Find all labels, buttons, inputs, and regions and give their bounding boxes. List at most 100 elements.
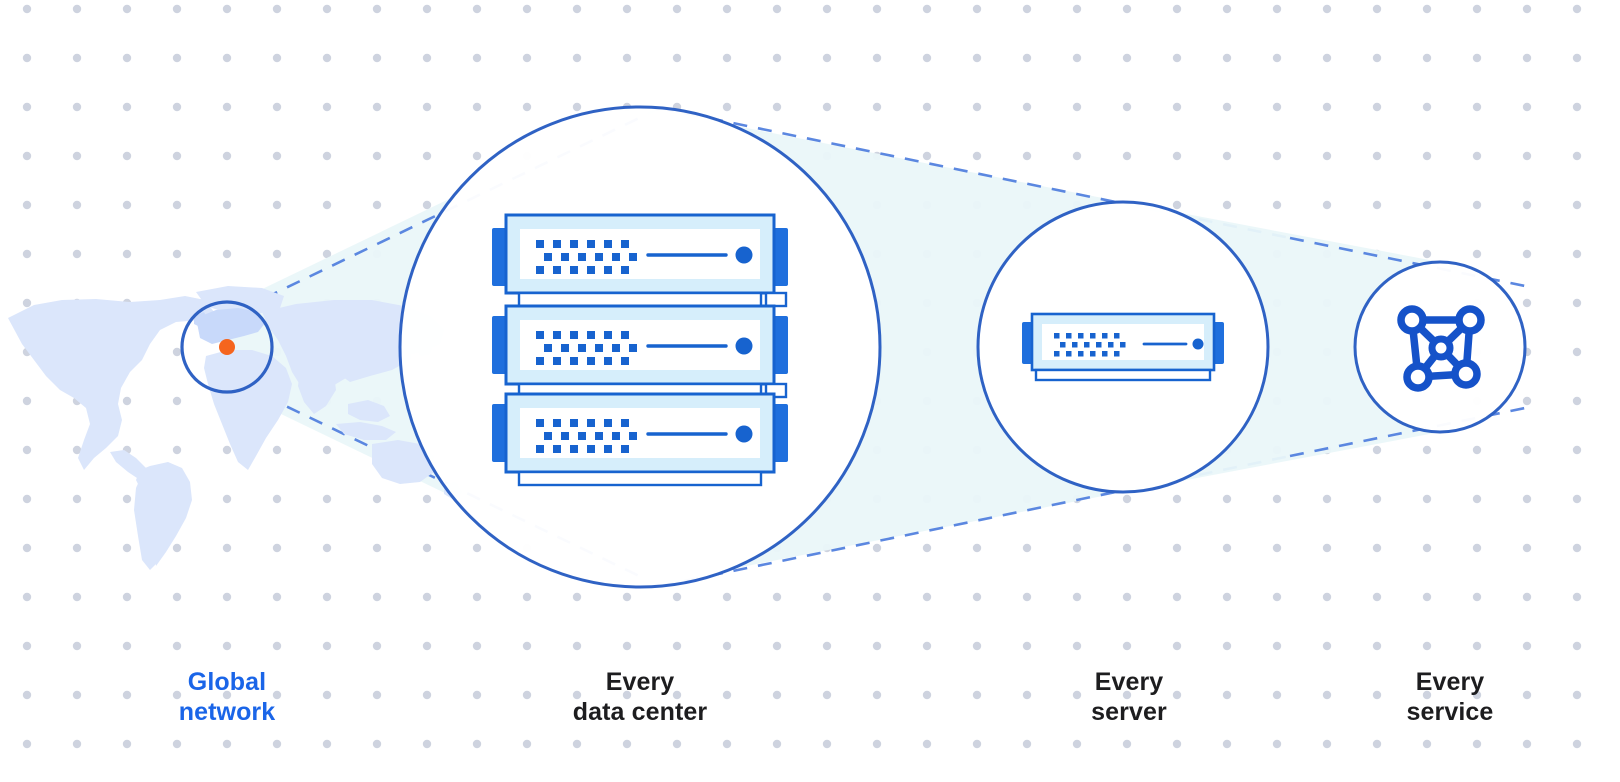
grid-dot <box>1422 53 1432 63</box>
grid-dot <box>1572 347 1582 357</box>
grid-dot <box>1322 151 1332 161</box>
grid-dot <box>222 739 232 749</box>
grid-dot <box>1522 690 1532 700</box>
grid-dot <box>822 690 832 700</box>
grid-dot <box>922 592 932 602</box>
grid-dot <box>1222 641 1232 651</box>
grid-dot <box>972 739 982 749</box>
grid-dot <box>1172 151 1182 161</box>
grid-dot <box>472 739 482 749</box>
grid-dot <box>822 739 832 749</box>
grid-dot <box>722 641 732 651</box>
server-unit-icon <box>1022 312 1224 382</box>
grid-dot <box>522 690 532 700</box>
rack-led-grid <box>536 419 637 453</box>
rack-connector-bar <box>517 291 763 308</box>
grid-dot <box>1472 739 1482 749</box>
grid-dot <box>72 200 82 210</box>
grid-dot <box>1372 151 1382 161</box>
grid-dot <box>1172 690 1182 700</box>
grid-dot <box>1572 4 1582 14</box>
grid-dot <box>72 249 82 259</box>
grid-dot <box>722 739 732 749</box>
grid-dot <box>172 249 182 259</box>
grid-dot <box>22 445 32 455</box>
grid-dot <box>272 445 282 455</box>
grid-dot <box>322 641 332 651</box>
grid-dot <box>1172 53 1182 63</box>
grid-dot <box>222 200 232 210</box>
grid-dot <box>1022 151 1032 161</box>
grid-dot <box>1422 445 1432 455</box>
grid-dot <box>522 592 532 602</box>
grid-dot <box>222 690 232 700</box>
grid-dot <box>1072 151 1082 161</box>
map-landmass-africa <box>204 350 292 470</box>
grid-dot <box>222 543 232 553</box>
grid-dot <box>1522 200 1532 210</box>
grid-dot <box>722 592 732 602</box>
grid-dot <box>472 641 482 651</box>
grid-dot <box>822 53 832 63</box>
data-center-group <box>398 105 882 589</box>
grid-dot <box>1372 102 1382 112</box>
grid-dot <box>1222 592 1232 602</box>
grid-dot <box>922 4 932 14</box>
map-landmass-north-america <box>8 296 214 470</box>
grid-dot <box>622 53 632 63</box>
grid-dot <box>1072 592 1082 602</box>
grid-dot <box>272 543 282 553</box>
grid-dot <box>272 200 282 210</box>
grid-dot <box>1472 592 1482 602</box>
grid-dot <box>172 739 182 749</box>
grid-dot <box>272 102 282 112</box>
grid-dot <box>372 4 382 14</box>
grid-dot <box>1422 102 1432 112</box>
grid-dot <box>222 494 232 504</box>
grid-dot <box>22 494 32 504</box>
grid-dot <box>322 690 332 700</box>
grid-dot <box>972 4 982 14</box>
grid-dot <box>1422 739 1432 749</box>
grid-dot <box>1522 53 1532 63</box>
mesh-node <box>1397 305 1427 335</box>
grid-dot <box>1322 53 1332 63</box>
grid-dot <box>172 200 182 210</box>
grid-dot <box>1122 151 1132 161</box>
grid-dot <box>1222 543 1232 553</box>
grid-dot <box>172 641 182 651</box>
grid-dot <box>872 4 882 14</box>
rack-unit <box>492 304 788 386</box>
grid-dot <box>922 102 932 112</box>
grid-dot <box>672 4 682 14</box>
grid-dot <box>172 151 182 161</box>
grid-dot <box>1522 298 1532 308</box>
map-landmass-greenland <box>196 286 284 314</box>
grid-dot <box>72 543 82 553</box>
grid-dot <box>122 592 132 602</box>
grid-dot <box>572 690 582 700</box>
grid-dot <box>1522 445 1532 455</box>
grid-dot <box>1122 4 1132 14</box>
grid-dot <box>572 4 582 14</box>
grid-dot <box>22 200 32 210</box>
grid-dot <box>472 543 482 553</box>
grid-dot <box>422 494 432 504</box>
label-data-center: Every data center <box>572 668 708 726</box>
grid-dot <box>172 445 182 455</box>
grid-dot <box>322 200 332 210</box>
grid-dot <box>522 53 532 63</box>
grid-dot <box>322 151 332 161</box>
grid-dot <box>572 53 582 63</box>
label-service: Every service <box>1406 668 1494 726</box>
grid-dot <box>22 151 32 161</box>
rack-base-bar <box>517 470 763 487</box>
grid-dot <box>1072 4 1082 14</box>
grid-dot <box>822 102 832 112</box>
grid-dot <box>1372 690 1382 700</box>
grid-dot <box>1072 739 1082 749</box>
grid-dot <box>572 641 582 651</box>
grid-dot <box>1172 102 1182 112</box>
